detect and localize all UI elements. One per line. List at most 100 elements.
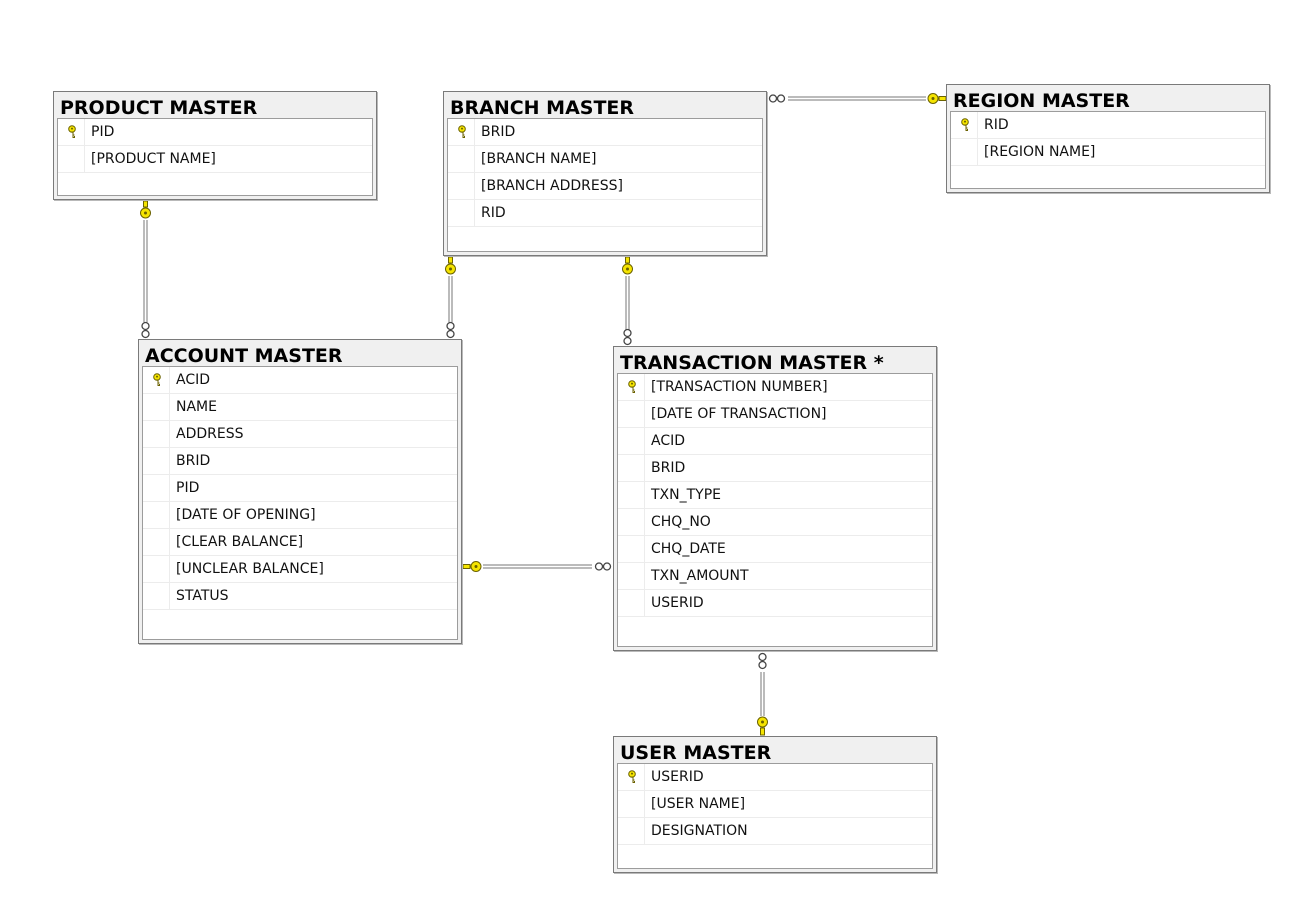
rel-product-account (143, 220, 148, 322)
column-row[interactable]: TXN_AMOUNT (618, 563, 932, 590)
table-product-master[interactable]: PRODUCT MASTER PID [PRODUCT NAME] (53, 91, 377, 200)
many-end-account-branch-infinity-icon (446, 321, 455, 339)
column-row[interactable]: BRID (143, 448, 457, 475)
rel-region-branch (788, 96, 926, 101)
rel-branch-transaction (625, 276, 630, 330)
column-row[interactable]: [UNCLEAR BALANCE] (143, 556, 457, 583)
table-columns: PID [PRODUCT NAME] (57, 118, 373, 196)
row-selector (143, 529, 170, 555)
column-name: STATUS (176, 588, 229, 604)
column-row[interactable]: NAME (143, 394, 457, 421)
row-selector (143, 475, 170, 501)
column-name: USERID (651, 595, 704, 611)
one-end-region-key-icon (927, 93, 947, 104)
column-row[interactable]: DESIGNATION (618, 818, 932, 845)
table-title: BRANCH MASTER (450, 97, 635, 119)
many-end-transaction-account-infinity-icon (594, 562, 612, 571)
column-row[interactable]: RID (448, 200, 762, 227)
column-row[interactable]: PID (143, 475, 457, 502)
column-row[interactable]: CHQ_DATE (618, 536, 932, 563)
column-name: TXN_AMOUNT (651, 568, 749, 584)
column-name: USERID (651, 769, 704, 785)
column-name: [DATE OF OPENING] (176, 507, 316, 523)
column-name: [DATE OF TRANSACTION] (651, 406, 827, 422)
column-row[interactable]: USERID (618, 764, 932, 791)
row-selector (618, 818, 645, 844)
row-selector (143, 394, 170, 420)
column-row[interactable]: ADDRESS (143, 421, 457, 448)
column-row[interactable]: [DATE OF OPENING] (143, 502, 457, 529)
one-end-branch-account-key-icon (445, 256, 456, 275)
column-row[interactable]: [USER NAME] (618, 791, 932, 818)
row-selector (618, 401, 645, 427)
column-row[interactable]: TXN_TYPE (618, 482, 932, 509)
table-columns: [TRANSACTION NUMBER] [DATE OF TRANSACTION… (617, 373, 933, 647)
table-title: ACCOUNT MASTER (145, 345, 343, 367)
column-name: RID (481, 205, 506, 221)
column-name: DESIGNATION (651, 823, 748, 839)
column-row[interactable]: [BRANCH ADDRESS] (448, 173, 762, 200)
primary-key-icon (961, 118, 969, 131)
row-selector (618, 455, 645, 481)
row-selector (143, 421, 170, 447)
one-end-branch-transaction-key-icon (622, 256, 633, 275)
row-selector (143, 583, 170, 609)
column-name: [PRODUCT NAME] (91, 151, 216, 167)
table-columns: USERID [USER NAME] DESIGNATION (617, 763, 933, 869)
column-row[interactable]: RID (951, 112, 1265, 139)
row-selector (143, 556, 170, 582)
column-row[interactable]: ACID (618, 428, 932, 455)
table-title: USER MASTER (620, 742, 772, 764)
column-row[interactable]: PID (58, 119, 372, 146)
column-row[interactable]: BRID (448, 119, 762, 146)
column-row[interactable]: [DATE OF TRANSACTION] (618, 401, 932, 428)
row-selector (951, 112, 978, 138)
many-end-transaction-user-infinity-icon (758, 652, 767, 670)
column-name: [UNCLEAR BALANCE] (176, 561, 324, 577)
column-name: [REGION NAME] (984, 144, 1096, 160)
many-end-account-product-infinity-icon (141, 321, 150, 339)
primary-key-icon (458, 125, 466, 138)
column-row[interactable]: CHQ_NO (618, 509, 932, 536)
column-name: [BRANCH ADDRESS] (481, 178, 623, 194)
row-selector (448, 200, 475, 226)
column-row[interactable]: [BRANCH NAME] (448, 146, 762, 173)
column-row[interactable]: [PRODUCT NAME] (58, 146, 372, 173)
primary-key-icon (153, 373, 161, 386)
column-row[interactable]: BRID (618, 455, 932, 482)
column-row[interactable]: [CLEAR BALANCE] (143, 529, 457, 556)
table-branch-master[interactable]: BRANCH MASTER BRID [BRANCH NAME] [BRANCH A… (443, 91, 767, 256)
column-row[interactable]: ACID (143, 367, 457, 394)
column-name: ACID (651, 433, 686, 449)
column-name: [TRANSACTION NUMBER] (651, 379, 828, 395)
table-columns: RID [REGION NAME] (950, 111, 1266, 189)
table-transaction-master[interactable]: TRANSACTION MASTER * [TRANSACTION NUMBER… (613, 346, 937, 651)
row-selector (618, 509, 645, 535)
column-name: PID (91, 124, 115, 140)
table-title: PRODUCT MASTER (60, 97, 258, 119)
column-row[interactable]: USERID (618, 590, 932, 617)
column-row[interactable]: STATUS (143, 583, 457, 610)
column-row[interactable]: [REGION NAME] (951, 139, 1265, 166)
table-user-master[interactable]: USER MASTER USERID [USER NAME] DESIGNATION (613, 736, 937, 873)
column-name: [BRANCH NAME] (481, 151, 597, 167)
row-selector (951, 139, 978, 165)
one-end-product-key-icon (140, 200, 151, 219)
column-name: ACID (176, 372, 211, 388)
row-selector (58, 146, 85, 172)
row-selector (618, 590, 645, 616)
row-selector (618, 482, 645, 508)
column-row[interactable]: [TRANSACTION NUMBER] (618, 374, 932, 401)
row-selector (448, 146, 475, 172)
row-selector (618, 428, 645, 454)
row-selector (143, 448, 170, 474)
column-name: BRID (176, 453, 211, 469)
row-selector (143, 502, 170, 528)
row-selector (58, 119, 85, 145)
row-selector (143, 367, 170, 393)
one-end-account-transaction-key-icon (462, 561, 482, 572)
primary-key-icon (628, 770, 636, 783)
table-region-master[interactable]: REGION MASTER RID[REGION NAME] (946, 84, 1270, 193)
